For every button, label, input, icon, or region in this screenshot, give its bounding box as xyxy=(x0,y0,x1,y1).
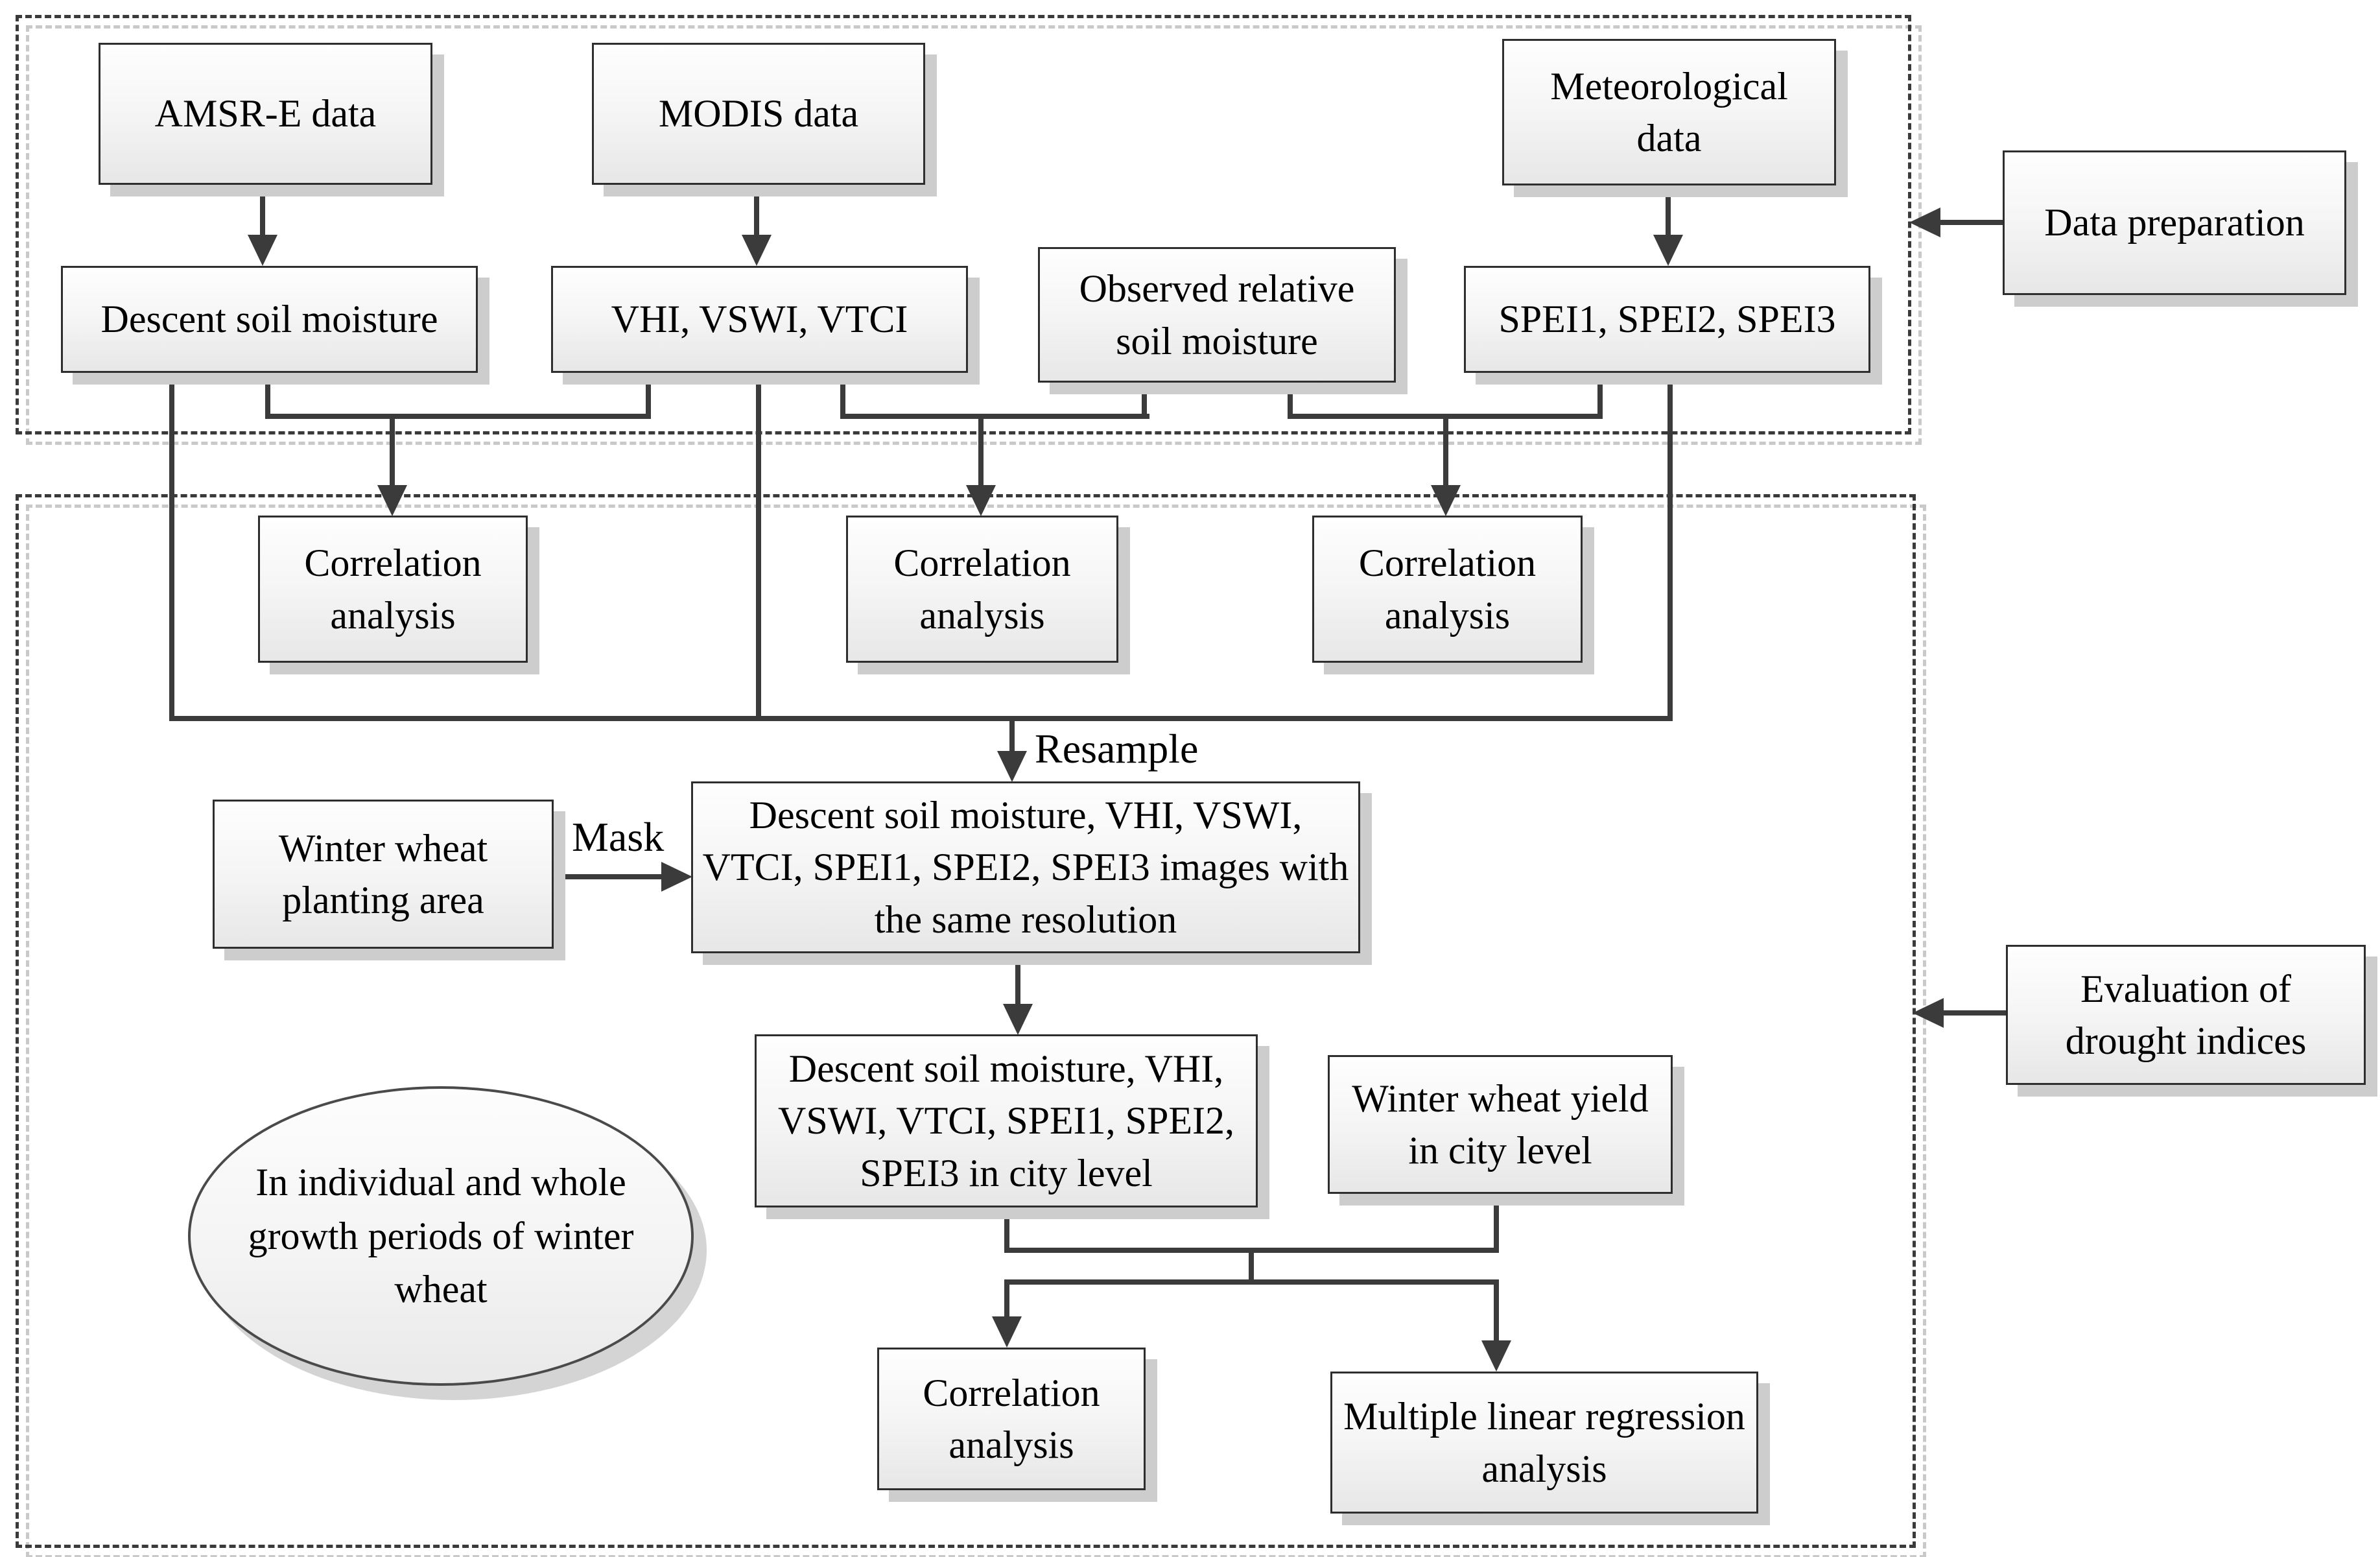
arrow-to-corr2-head xyxy=(966,485,996,516)
box-amsr-e-data: AMSR-E data xyxy=(99,43,432,185)
stub-vhi-right xyxy=(840,373,845,419)
box-meteorological-data: Meteorological data xyxy=(1502,39,1836,185)
arrow-to-corr3-line xyxy=(1443,414,1448,486)
box-observed-relative-soil-moisture: Observed relative soil moisture xyxy=(1038,247,1396,383)
box-evaluation-of-drought-indices: Evaluation of drought indices xyxy=(2006,945,2366,1085)
arrow-amsr-to-descent-head xyxy=(248,235,277,266)
box-winter-wheat-yield: Winter wheat yield in city level xyxy=(1328,1055,1673,1194)
arrow-mask-line xyxy=(554,874,664,879)
box-correlation-analysis-4: Correlation analysis xyxy=(877,1348,1146,1490)
ellipse-growth-periods: In individual and whole growth periods o… xyxy=(188,1086,694,1386)
box-correlation-analysis-1: Correlation analysis xyxy=(258,516,528,663)
arrow-evaluation-line xyxy=(1940,1010,2006,1016)
stub-observed-right xyxy=(1288,383,1293,419)
arrow-to-corr1-line xyxy=(390,414,395,486)
arrow-to-corr4-head xyxy=(992,1316,1022,1348)
arrow-resolution-to-city-line xyxy=(1015,953,1020,1006)
box-descent-soil-moisture: Descent soil moisture xyxy=(61,266,478,373)
resample-label: Resample xyxy=(1035,726,1199,772)
merge-center-drop xyxy=(1249,1248,1254,1285)
box-correlation-analysis-3: Correlation analysis xyxy=(1312,516,1583,663)
box-multiple-linear-regression: Multiple linear regression analysis xyxy=(1330,1372,1758,1514)
stub-observed-left xyxy=(1142,383,1147,419)
line-spei-to-collector xyxy=(1667,373,1673,721)
stub-descent-right xyxy=(265,373,270,419)
box-same-resolution-images: Descent soil moisture, VHI, VSWI, VTCI, … xyxy=(691,781,1360,953)
collector-line xyxy=(169,716,1673,721)
arrow-resolution-to-city-head xyxy=(1003,1004,1033,1035)
line-descent-to-collector xyxy=(169,373,174,721)
arrow-evaluation-head xyxy=(1913,998,1944,1028)
box-city-level-indices: Descent soil moisture, VHI, VSWI, VTCI, … xyxy=(755,1034,1258,1207)
arrow-meteo-to-spei-head xyxy=(1653,235,1683,266)
line-yield-down xyxy=(1494,1194,1499,1253)
arrow-to-corr4-line xyxy=(1004,1279,1009,1318)
box-modis-data: MODIS data xyxy=(592,43,925,185)
arrow-data-preparation-head xyxy=(1909,208,1940,237)
box-winter-wheat-planting-area: Winter wheat planting area xyxy=(213,800,554,949)
arrow-modis-to-vhi-line xyxy=(754,185,759,237)
arrow-to-corr1-head xyxy=(377,485,407,516)
arrow-modis-to-vhi-head xyxy=(742,235,772,266)
arrow-to-regression-line xyxy=(1494,1279,1499,1342)
merge-segment-2 xyxy=(840,414,1149,419)
box-vhi-vswi-vtci: VHI, VSWI, VTCI xyxy=(551,266,968,373)
arrow-mask-head xyxy=(661,862,692,892)
arrow-to-regression-head xyxy=(1481,1340,1511,1372)
arrow-to-corr2-line xyxy=(978,414,984,486)
arrow-to-corr3-head xyxy=(1431,485,1461,516)
split-line-lower xyxy=(1004,1279,1499,1285)
line-city-down xyxy=(1004,1207,1009,1253)
arrow-data-preparation-line xyxy=(1937,220,2003,225)
line-vhi-to-collector xyxy=(756,373,761,721)
mask-label: Mask xyxy=(572,814,665,860)
arrow-amsr-to-descent-line xyxy=(260,185,265,237)
arrow-resample-head xyxy=(997,751,1027,782)
merge-segment-1 xyxy=(265,414,651,419)
arrow-meteo-to-spei-line xyxy=(1666,185,1671,237)
stub-vhi-left xyxy=(646,373,651,419)
box-data-preparation: Data preparation xyxy=(2003,150,2346,295)
arrow-resample-line xyxy=(1009,716,1015,754)
box-correlation-analysis-2: Correlation analysis xyxy=(846,516,1118,663)
box-spei: SPEI1, SPEI2, SPEI3 xyxy=(1464,266,1870,373)
stub-spei-left xyxy=(1597,373,1603,419)
